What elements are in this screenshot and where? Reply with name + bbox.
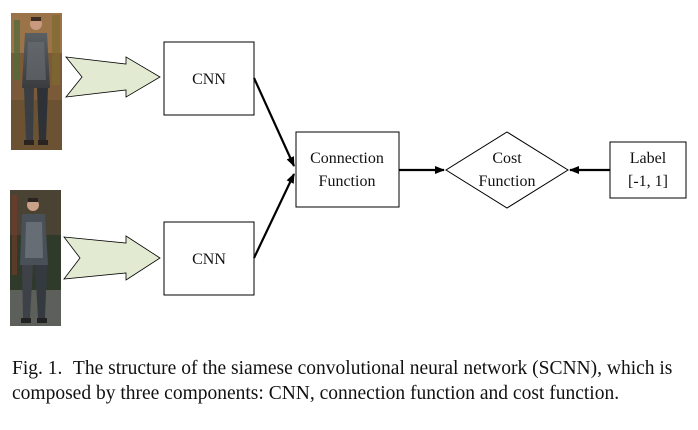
connection-label-line1: Connection <box>310 150 384 167</box>
label-box: Label [-1, 1] <box>609 141 687 199</box>
input-arrow-bottom <box>63 235 161 281</box>
cnn-box-bottom: CNN <box>163 221 255 296</box>
label-line1: Label <box>630 150 667 167</box>
arrow-cnn-top-to-connection <box>252 77 296 167</box>
scnn-diagram: CNN CNN Connection Function Cost Functio… <box>10 13 687 326</box>
cost-label-line1: Cost <box>492 150 522 167</box>
cnn-box-top: CNN <box>163 41 255 116</box>
caption-text: The structure of the siamese convolution… <box>12 358 673 404</box>
cost-function-diamond: Cost Function <box>445 131 569 209</box>
input-arrow-top <box>65 56 161 98</box>
connection-label-line2: Function <box>319 173 376 190</box>
cost-label-line2: Function <box>479 173 536 190</box>
cnn-bottom-label: CNN <box>192 251 226 268</box>
person-photo-bottom <box>10 190 61 326</box>
person-photo-top <box>11 13 62 150</box>
figure-number: Fig. 1. <box>12 358 63 379</box>
arrow-cnn-bottom-to-connection <box>253 173 295 259</box>
figure-caption: Fig. 1. The structure of the siamese con… <box>12 356 696 406</box>
cnn-top-label: CNN <box>192 71 226 88</box>
label-line2: [-1, 1] <box>628 173 668 190</box>
connection-function-box: Connection Function <box>295 131 400 208</box>
